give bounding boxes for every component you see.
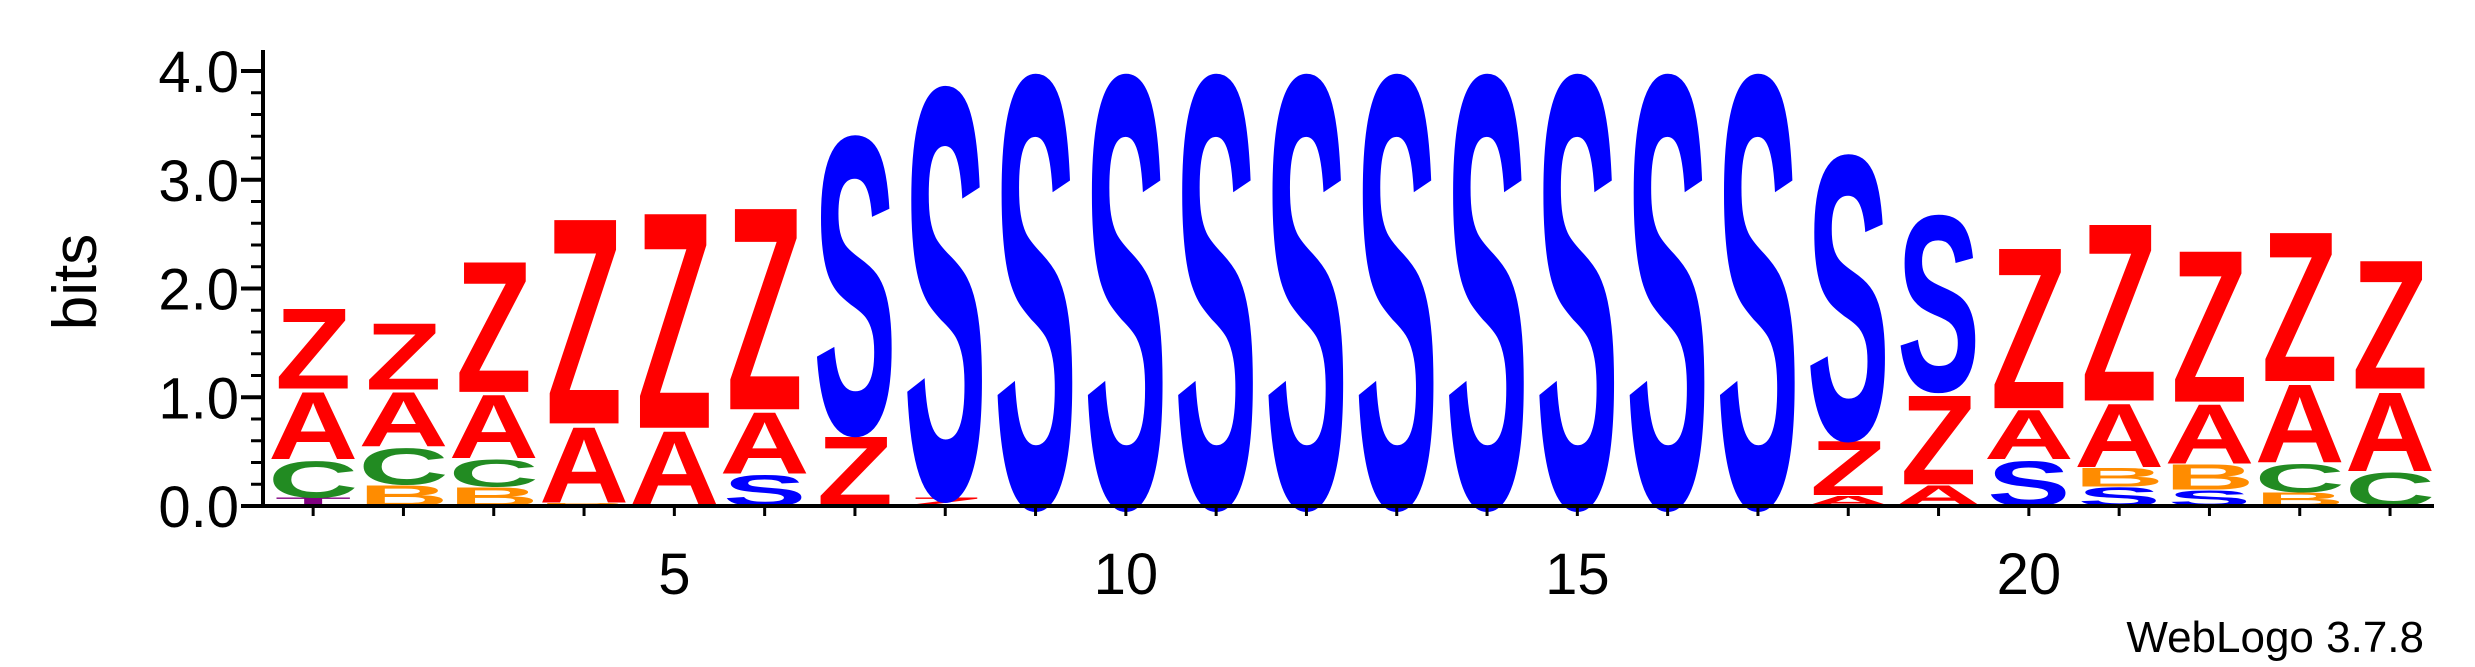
logo-letter-z: Z [1810,425,1886,512]
x-tick-label: 10 [1094,542,1159,607]
logo-letter-z: Z [636,148,712,494]
y-tick-label: 0.0 [158,475,239,540]
logo-letter-a: A [1984,396,2074,474]
logo-letter-a: A [268,372,358,481]
logo-letter-z: Z [2171,204,2247,448]
logo-letter-s: S [1445,0,1528,638]
y-ticks: 0.0 1.0 2.0 3.0 4.0 [158,40,263,540]
logo-letter-z: Z [2262,188,2338,428]
logo-letter-a: A [2255,362,2345,487]
logo-letter-z: Z [2081,169,2157,455]
logo-letter-a: A [720,393,810,492]
logo-letter-s: S [904,0,987,623]
logo-letter-s: S [1626,0,1709,638]
logo-letter-z: Z [275,286,351,413]
x-tick-label: 5 [658,542,690,607]
logo-letter-z: Z [365,304,441,411]
letter-stacks: TCAZBCAZBCAZBAZLAZSAZZSZSSSSSSSSSSAZSAZS… [268,0,2435,638]
y-tick-label: 2.0 [158,258,239,323]
logo-letter-s: S [1355,0,1438,638]
logo-letter-z: Z [546,158,622,488]
logo-letter-a: A [2074,385,2164,487]
logo-letter-z: Z [727,147,803,472]
logo-letter-c: C [268,451,358,509]
logo-letter-s: S [1716,0,1799,638]
x-tick-label: 20 [1997,542,2062,607]
logo-letter-c: C [358,438,448,496]
logo-letter-s: S [1175,0,1258,638]
logo-letter-s: S [994,0,1077,638]
logo-letter-z: Z [2352,222,2428,428]
logo-letter-a: A [2345,369,2435,496]
logo-letter-s: S [1897,164,1980,445]
x-tick-label: 15 [1545,542,1610,607]
logo-letter-b: B [2074,462,2164,492]
y-tick-label: 4.0 [158,40,239,105]
logo-letter-s: S [813,46,896,524]
y-tick-label: 3.0 [158,149,239,214]
weblogo-credit: WebLogo 3.7.8 [2126,613,2424,662]
logo-letter-a: A [2164,386,2254,482]
logo-letter-s: S [1807,69,1890,525]
logo-letter-s: S [1536,0,1619,638]
y-tick-label: 1.0 [158,366,239,431]
logo-letter-z: Z [1900,369,1976,512]
logo-letter-c: C [2255,455,2345,500]
logo-letter-a: A [358,376,448,463]
logo-letter-b: B [2164,458,2254,498]
logo-letter-a: A [449,376,539,478]
logo-letter-z: Z [1991,200,2067,458]
axes: 0.0 1.0 2.0 3.0 4.0 5 10 15 20 [158,40,2434,607]
logo-letter-s: S [1265,0,1348,638]
y-axis-label: bits [41,234,110,330]
logo-letter-s: S [1084,0,1167,638]
x-ticks: 5 10 15 20 [311,506,2392,607]
logo-letter-z: Z [456,222,532,432]
logo-letter-c: C [449,451,539,495]
